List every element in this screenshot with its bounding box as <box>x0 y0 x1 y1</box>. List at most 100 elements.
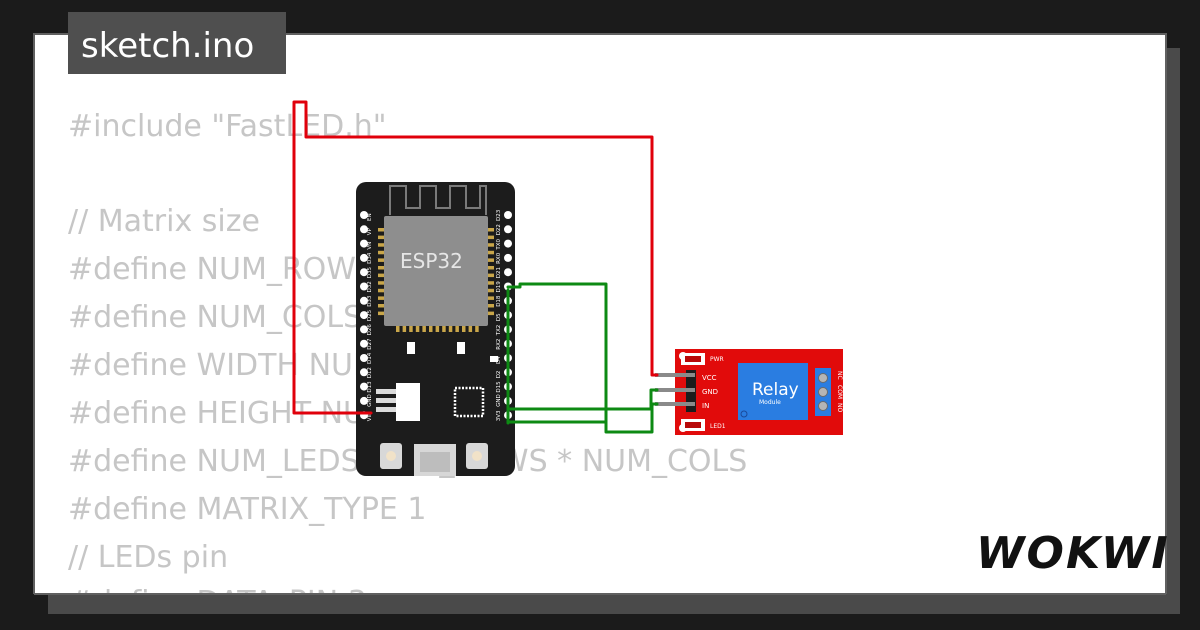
esp32-pin-label: D22 <box>496 224 502 235</box>
esp32-pin-tx0 <box>504 239 512 248</box>
module-pad <box>378 235 384 240</box>
relay-module: PWR LED1 VCC GND IN Relay Module NC COM … <box>655 349 843 435</box>
esp32-pin-d22 <box>504 225 512 234</box>
esp32-pin-vp <box>360 225 368 234</box>
wire-gnd-to-gnd <box>506 388 659 411</box>
esp32-pin-label: D26 <box>367 324 373 336</box>
esp32-pin-gnd <box>360 396 368 405</box>
esp32-pin-label: D13 <box>367 381 373 393</box>
module-pad <box>468 326 473 332</box>
esp32-pin-d32 <box>360 282 368 291</box>
esp32-pin-label: D15 <box>496 381 502 393</box>
esp32-pins: ENVPVND34D35D32D33D25D26D27D14D12D13GNDV… <box>360 209 512 421</box>
esp32-pin-label: D18 <box>496 295 502 307</box>
module-pad <box>488 235 494 240</box>
esp32-pin-d12 <box>360 368 368 377</box>
module-pad <box>378 311 384 316</box>
esp32-pin-label: D25 <box>367 309 373 321</box>
esp32-pin-label: D2 <box>496 371 502 379</box>
esp32-pin-label: RX0 <box>496 252 502 264</box>
esp32-pin-label: VP <box>367 228 373 236</box>
esp32-pin-label: D14 <box>367 352 373 364</box>
esp32-pin-label: D33 <box>367 295 373 307</box>
esp32-pin-label: D27 <box>367 338 373 350</box>
led1-label: LED1 <box>710 423 726 430</box>
esp32-pin-label: D34 <box>367 252 373 264</box>
esp32-module <box>384 216 488 326</box>
esp32-pin-label: D5 <box>496 313 502 321</box>
module-pad <box>378 273 384 278</box>
relay-sublabel: Module <box>759 399 781 406</box>
terminal-com: COM <box>836 385 843 399</box>
module-pad <box>488 311 494 316</box>
relay-box <box>738 363 808 420</box>
title-tab <box>68 12 286 74</box>
code-line: #define NUM_ROWS <box>68 252 375 287</box>
module-pad <box>488 273 494 278</box>
module-pad <box>488 304 494 308</box>
terminal-nc: NC <box>836 371 843 380</box>
wire-d18-to-in <box>506 282 608 432</box>
module-pad <box>455 326 459 332</box>
esp32-pin-label: D35 <box>367 266 373 278</box>
esp32-pin-label: D4 <box>496 356 502 364</box>
esp32-pin-d25 <box>360 311 368 320</box>
wires <box>292 100 659 434</box>
esp32-pin-label: D12 <box>367 367 373 378</box>
code-line: // LEDs pin <box>68 540 228 575</box>
esp32-pin-d27 <box>360 339 368 348</box>
esp32-pin-label: D19 <box>496 281 502 293</box>
module-pad <box>488 281 494 285</box>
relay-label: Relay <box>752 380 799 400</box>
module-pad <box>488 250 494 255</box>
module-pad <box>378 296 384 300</box>
relay-pin-in: IN <box>702 402 709 410</box>
esp32-pin-label: GND <box>367 394 373 407</box>
module-pad <box>475 326 479 332</box>
module-pad <box>488 258 494 262</box>
code-line: #define NUM_COLS <box>68 300 362 335</box>
regulator-chip <box>396 383 420 421</box>
esp32-pin-label: VIN <box>367 412 373 422</box>
esp32-pin-d21 <box>504 268 512 277</box>
esp32-pin-d33 <box>360 296 368 305</box>
esp32-pin-label: D23 <box>496 209 502 221</box>
esp32-pin-label: TX0 <box>496 238 502 250</box>
module-pad <box>488 288 494 293</box>
module-pad <box>488 243 494 247</box>
wire-vin-to-vcc <box>292 100 659 415</box>
esp32-pin-d23 <box>504 211 512 219</box>
editor-card <box>33 33 1167 595</box>
module-pads <box>378 228 494 332</box>
module-pad <box>488 296 494 300</box>
code-editor: #include "FastLED.h" // Matrix size #def… <box>68 109 747 620</box>
code-line: #define WIDTH NUM <box>68 348 379 383</box>
module-pad <box>378 243 384 247</box>
module-pad <box>435 326 440 332</box>
esp32-pin-label: D32 <box>367 281 373 292</box>
esp32-pin-label: D21 <box>496 267 502 278</box>
esp32-pin-label: EN <box>367 213 373 221</box>
module-pad <box>429 326 433 332</box>
pwr-label: PWR <box>710 356 724 363</box>
module-pad <box>448 326 453 332</box>
esp32-pin-rx0 <box>504 253 512 262</box>
module-pad <box>462 326 466 332</box>
module-pad <box>378 258 384 262</box>
esp32-board: ESP32 ENVPVND34D35D32D33D25D26D27D14D12D… <box>356 182 515 476</box>
esp32-pin-d34 <box>360 253 368 262</box>
esp32-pin-vn <box>360 239 368 248</box>
module-pad <box>378 250 384 255</box>
code-line: #include "FastLED.h" <box>68 109 387 144</box>
module-pad <box>396 326 400 332</box>
esp32-pin-en <box>360 211 368 219</box>
esp32-pin-d13 <box>360 382 368 391</box>
relay-pin-vcc: VCC <box>702 374 717 382</box>
module-pad <box>415 326 420 332</box>
module-pad <box>378 228 384 232</box>
wire-3v3-to-in <box>506 402 659 434</box>
code-line: #define MATRIX_TYPE 1 <box>68 492 427 527</box>
module-pad <box>422 326 426 332</box>
code-line: // Matrix size <box>68 204 260 239</box>
